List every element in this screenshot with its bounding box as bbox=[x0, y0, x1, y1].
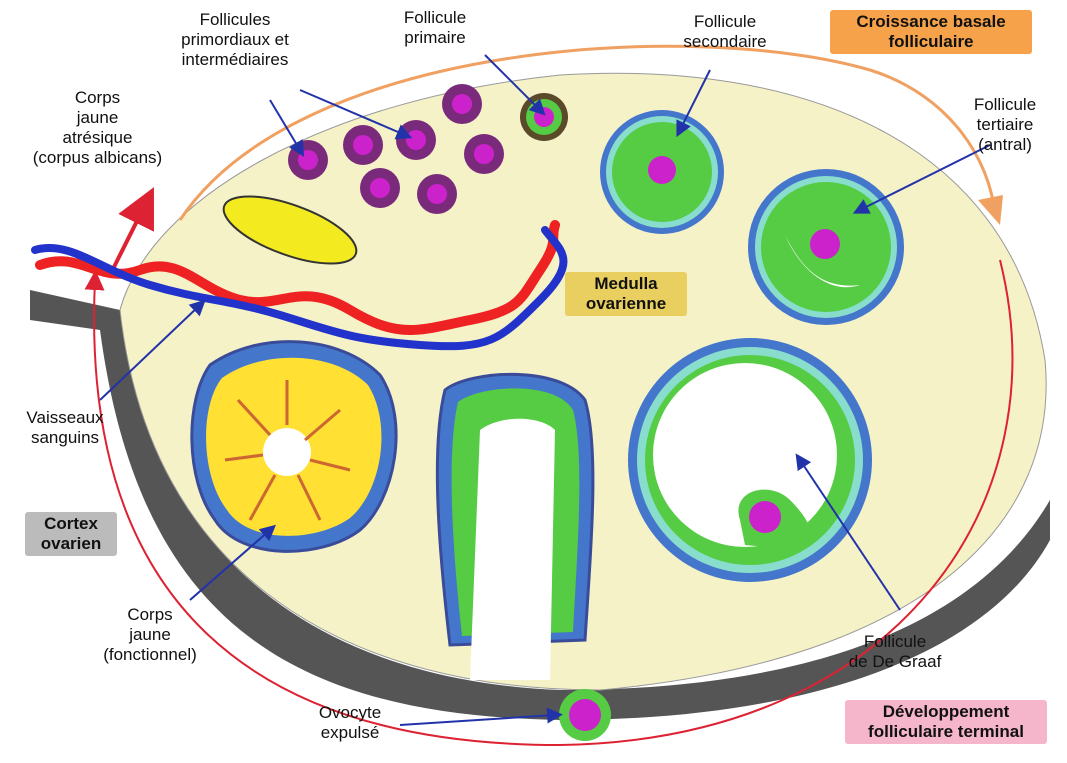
ovulated-oocyte bbox=[559, 689, 611, 741]
label-vaisseaux: Vaisseaux sanguins bbox=[5, 408, 125, 448]
secondary-follicle bbox=[600, 110, 724, 234]
leader-oocyte bbox=[400, 715, 555, 725]
label-corps-jaune-fonctionnel: Corps jaune (fonctionnel) bbox=[70, 605, 230, 665]
label-medulla: Medulla ovarienne bbox=[565, 272, 687, 316]
corpus-luteum bbox=[192, 342, 396, 552]
label-developpement-terminal: Développement folliculaire terminal bbox=[845, 700, 1047, 744]
label-follicule-secondaire: Follicule secondaire bbox=[665, 12, 785, 52]
label-follicules-primordiaux: Follicules primordiaux et intermédiaires bbox=[150, 10, 320, 70]
leader-primordial bbox=[270, 100, 300, 150]
label-follicule-tertiaire: Follicule tertiaire (antral) bbox=[945, 95, 1065, 155]
corpus-albicans-arrow bbox=[110, 205, 145, 275]
label-cortex: Cortex ovarien bbox=[25, 512, 117, 556]
label-ovocyte: Ovocyte expulsé bbox=[300, 703, 400, 743]
atretic-follicle bbox=[437, 374, 593, 680]
label-follicule-primaire: Follicule primaire bbox=[380, 8, 490, 48]
primary-follicle bbox=[520, 93, 568, 141]
label-corps-jaune-atresique: Corps jaune atrésique (corpus albicans) bbox=[5, 88, 190, 168]
label-follicule-de-graaf: Follicule de De Graaf bbox=[825, 632, 965, 672]
graafian-follicle bbox=[628, 338, 872, 582]
tertiary-follicle bbox=[748, 169, 904, 325]
label-croissance-basale: Croissance basale folliculaire bbox=[830, 10, 1032, 54]
